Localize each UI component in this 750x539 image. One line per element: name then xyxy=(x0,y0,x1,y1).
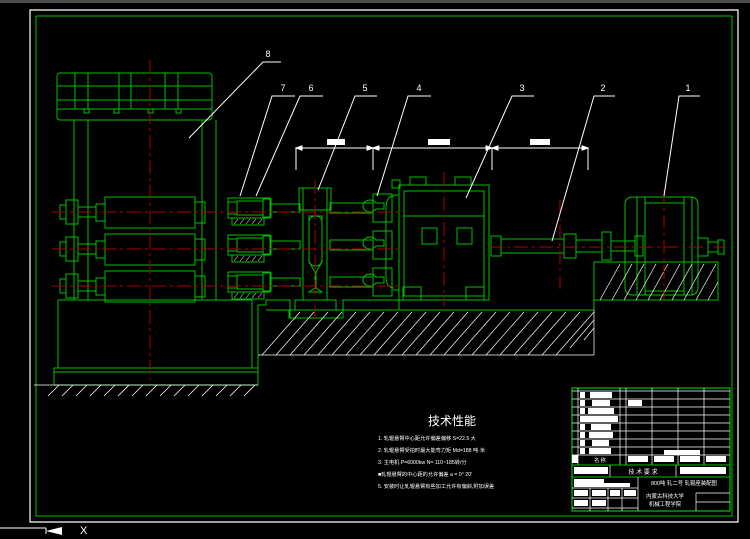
title-mid-grid xyxy=(609,465,677,477)
balloon-3: 3 xyxy=(519,83,524,93)
main-foundation-outline xyxy=(257,299,595,368)
dim-text-2 xyxy=(428,139,450,145)
main-foundation-hatch xyxy=(258,310,595,356)
tech-requirement-label: 技 术 要 求 xyxy=(628,468,657,476)
title-lower-filled-cells xyxy=(574,479,636,506)
parts-list-filled-cells xyxy=(572,392,726,463)
ucs-x-label: X xyxy=(80,525,88,537)
tech-spec-heading: 技术性能 xyxy=(428,414,476,428)
tech-spec-line-2: 2. 轧辊悬臂受拍时最大能弯力矩 Md=188 吨·米 xyxy=(378,446,486,454)
balloon-6: 6 xyxy=(308,83,313,93)
balloon-5: 5 xyxy=(362,83,367,93)
institution-line-1: 内蒙古科技大学 xyxy=(646,492,684,500)
dimension-line-group xyxy=(294,145,590,170)
tech-spec-line-1: 1. 轧辊悬臂中心距允许偏差偏移 S=22.5 大 xyxy=(378,434,476,442)
right-foundation-block xyxy=(593,261,719,301)
title-mid-left-cell xyxy=(574,467,608,474)
upper-crossbeam-assembly xyxy=(56,72,213,121)
col-name-label: 名 称 xyxy=(594,457,605,464)
title-block[interactable]: 名 称 技 术 要 求 xyxy=(571,387,731,512)
parts-list-header: 名 称 xyxy=(594,457,605,464)
drawing-outer-border xyxy=(29,9,739,523)
ucs-axis-icon: X xyxy=(0,525,88,537)
coupling-hatch xyxy=(233,218,263,299)
balloon-labels: 8 7 6 5 4 3 2 1 xyxy=(265,49,690,93)
balloon-7: 7 xyxy=(280,83,285,93)
tech-spec-line-4: ■轧辊悬臂的中心距的允许偏差 a = 0° 20' xyxy=(378,470,472,478)
tech-spec-line-3: 3. 主电机 P=6000kw N= 110~185转/分 xyxy=(378,458,467,466)
dim-text-3 xyxy=(530,139,550,145)
spindle-coupling-group xyxy=(227,197,272,300)
balloon-1: 1 xyxy=(685,83,690,93)
tech-spec-line-5: 5. 安装时让轧辊悬臂有些加工允许有偏斜,附加误差 xyxy=(378,482,494,490)
title-mid-right-cell xyxy=(680,467,726,474)
balloon-4: 4 xyxy=(416,83,421,93)
balloon-2: 2 xyxy=(600,83,605,93)
drawing-title: 800吨 轧二号 轧辊座装配图 xyxy=(651,479,717,487)
dim-text-1 xyxy=(327,139,345,145)
leader-lines xyxy=(188,61,700,242)
institution-line-2: 机械工程学院 xyxy=(649,500,682,508)
title-lower-frame xyxy=(571,476,731,512)
tech-spec-block: 技术性能 1. 轧辊悬臂中心距允许偏差偏移 S=22.5 大 2. 轧辊悬臂受拍… xyxy=(378,414,494,490)
drawing-inner-border xyxy=(35,15,733,517)
output-shaft-coupling xyxy=(490,231,644,261)
stand-columns xyxy=(73,120,217,300)
balloon-8: 8 xyxy=(265,49,270,59)
left-ground-hatch xyxy=(34,384,258,397)
dimension-values xyxy=(327,139,550,145)
right-foundation-hatch xyxy=(599,263,719,301)
gearbox-housing xyxy=(385,176,490,301)
centreline-group xyxy=(52,60,726,380)
title-lower-grid xyxy=(572,477,730,511)
top-edge-strip xyxy=(0,0,750,3)
